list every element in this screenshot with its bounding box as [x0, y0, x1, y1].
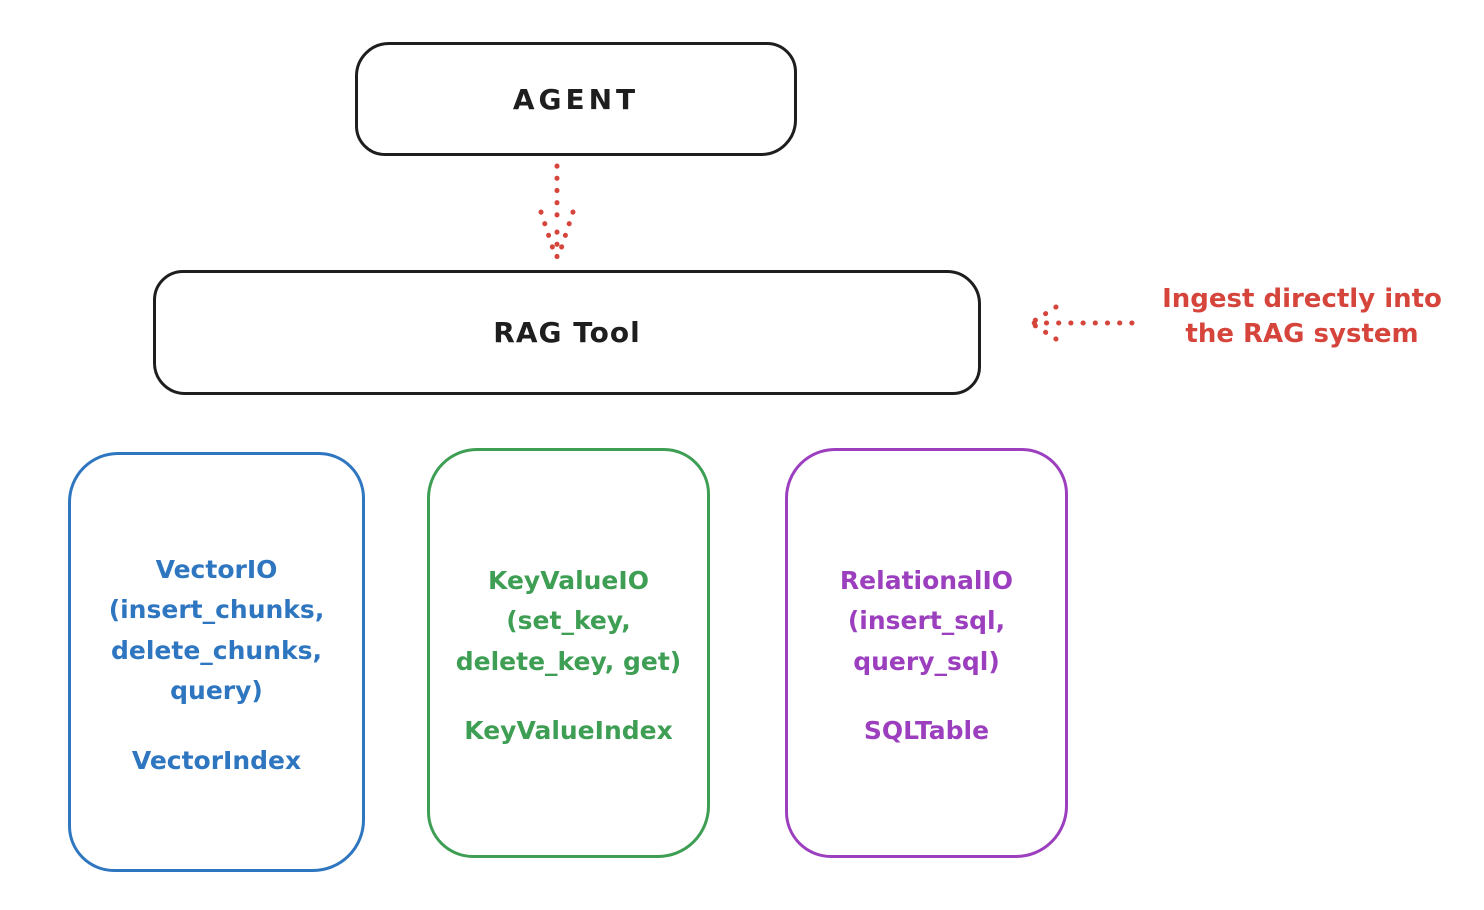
- dotted-left-arrow-icon: [1028, 304, 1135, 342]
- ingest-annotation: Ingest directly into the RAG system: [1120, 282, 1484, 352]
- rag-tool-label: RAG Tool: [493, 316, 641, 349]
- vector-io-methods-label: VectorIO (insert_chunks, delete_chunks, …: [108, 554, 325, 706]
- ingest-annotation-connector: [1022, 300, 1136, 346]
- sql-table-label: SQLTable: [863, 716, 990, 746]
- dotted-down-arrow-icon: [538, 163, 576, 261]
- backend-box-vector-io: VectorIO (insert_chunks, delete_chunks, …: [68, 452, 365, 872]
- vector-index-label: VectorIndex: [131, 745, 302, 775]
- ingest-annotation-line1: Ingest directly into: [1162, 284, 1442, 314]
- keyvalue-index-label: KeyValueIndex: [464, 716, 673, 746]
- ingest-annotation-line2: the RAG system: [1185, 319, 1419, 349]
- agent-to-rag-connector: [535, 162, 579, 262]
- backend-box-keyvalue-io: KeyValueIO (set_key, delete_key, get) Ke…: [427, 448, 710, 858]
- keyvalue-io-methods-label: KeyValueIO (set_key, delete_key, get): [455, 565, 682, 676]
- relational-io-methods-label: RelationalIO (insert_sql, query_sql): [839, 565, 1014, 676]
- agent-box: AGENT: [355, 42, 797, 156]
- backend-box-relational-io: RelationalIO (insert_sql, query_sql) SQL…: [785, 448, 1068, 858]
- rag-tool-box: RAG Tool: [153, 270, 981, 395]
- agent-label: AGENT: [512, 82, 640, 116]
